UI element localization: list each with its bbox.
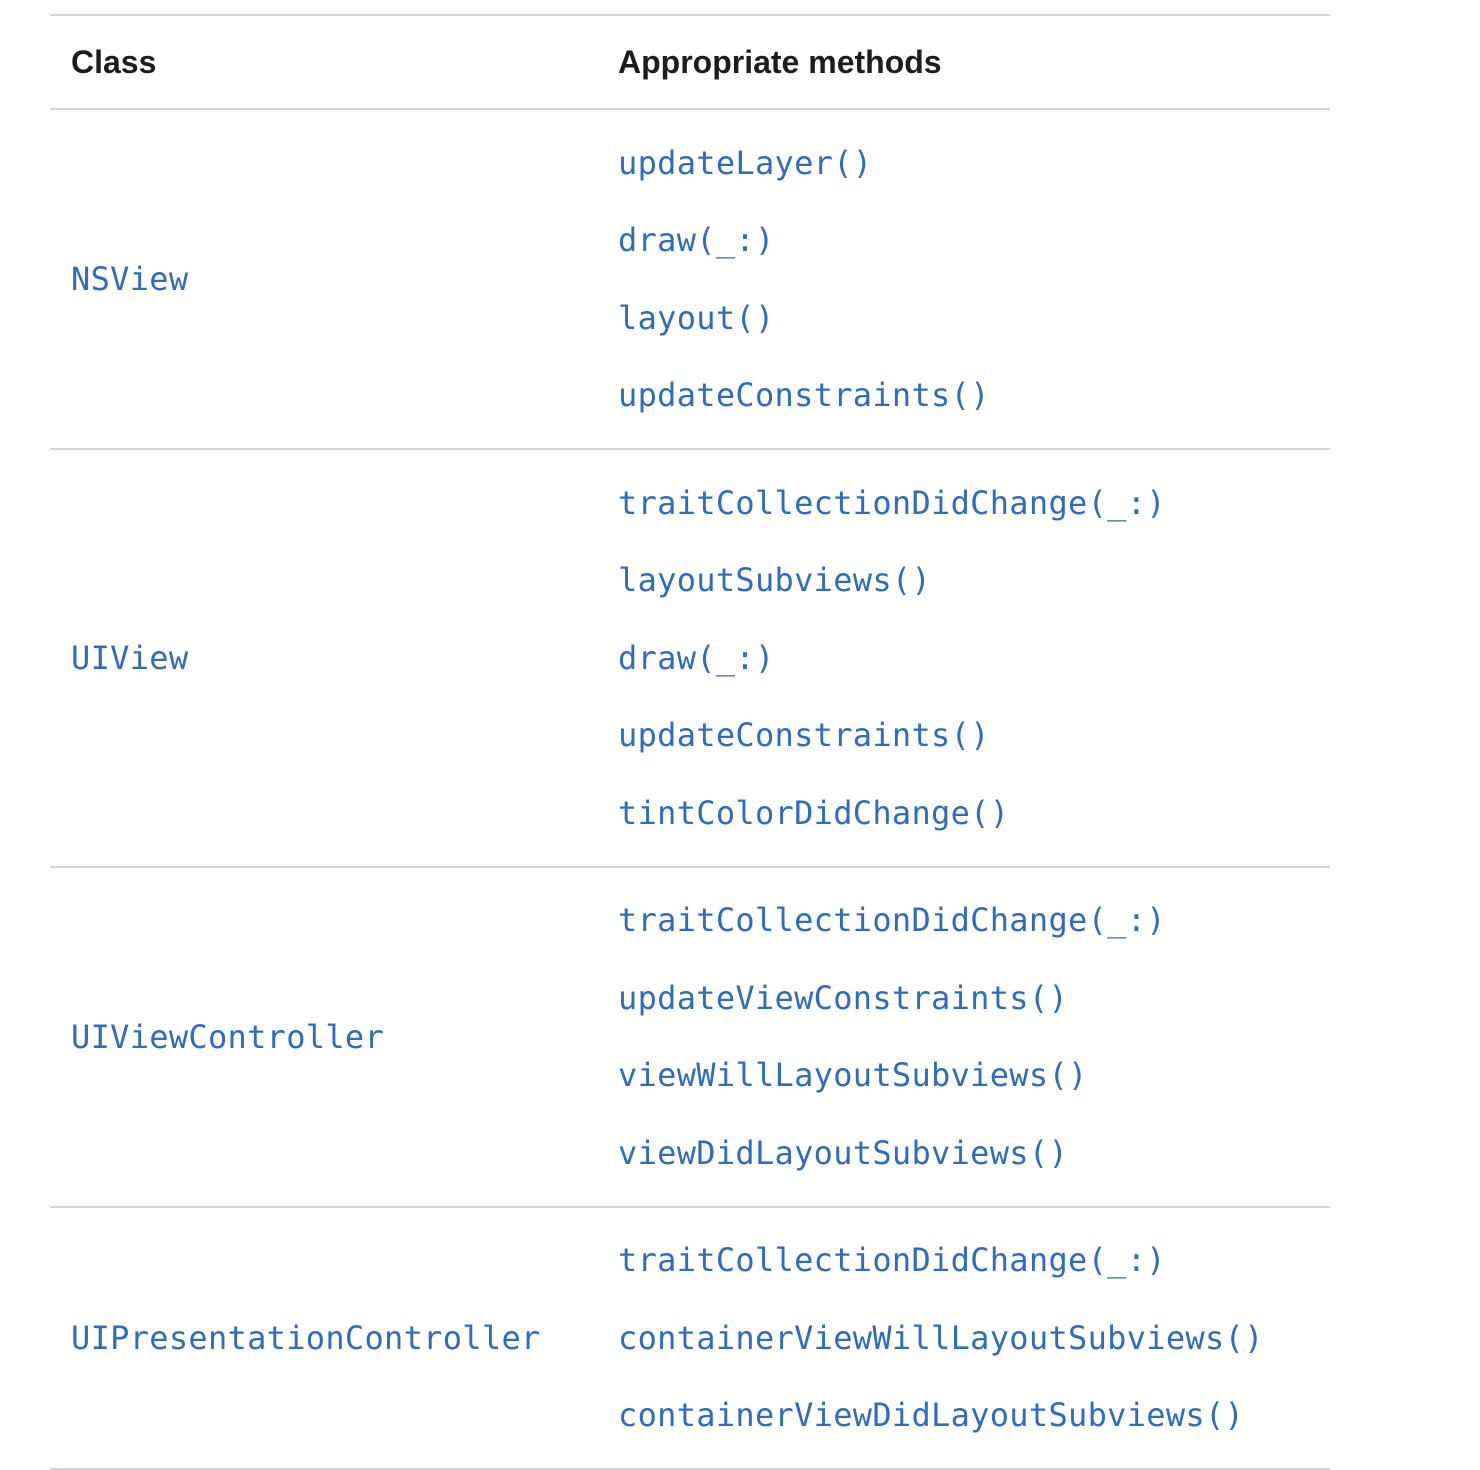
- method-item: updateLayer(): [618, 124, 1330, 202]
- method-item: containerViewWillLayoutSubviews(): [618, 1299, 1330, 1377]
- table-row: UIPresentationController traitCollection…: [50, 1208, 1330, 1470]
- class-cell: UIPresentationController: [50, 1319, 618, 1357]
- method-item: traitCollectionDidChange(_:): [618, 882, 1330, 960]
- class-cell: UIViewController: [50, 1018, 618, 1056]
- table-header-row: Class Appropriate methods: [50, 16, 1330, 110]
- method-item: viewWillLayoutSubviews(): [618, 1037, 1330, 1115]
- method-item: tintColorDidChange(): [618, 774, 1330, 852]
- method-item: layout(): [618, 279, 1330, 357]
- header-methods: Appropriate methods: [618, 44, 1330, 81]
- method-link[interactable]: draw(_:): [618, 221, 775, 259]
- method-item: traitCollectionDidChange(_:): [618, 464, 1330, 542]
- methods-cell: traitCollectionDidChange(_:) layoutSubvi…: [618, 450, 1330, 866]
- methods-cell: updateLayer() draw(_:) layout() updateCo…: [618, 110, 1330, 448]
- method-link[interactable]: updateViewConstraints(): [618, 979, 1068, 1017]
- class-cell: UIView: [50, 639, 618, 677]
- method-item: updateConstraints(): [618, 697, 1330, 775]
- class-cell: NSView: [50, 260, 618, 298]
- class-link-uiview[interactable]: UIView: [71, 639, 188, 677]
- method-item: draw(_:): [618, 619, 1330, 697]
- method-link[interactable]: traitCollectionDidChange(_:): [618, 1241, 1166, 1279]
- header-class: Class: [50, 44, 618, 81]
- table-row: NSView updateLayer() draw(_:) layout() u…: [50, 110, 1330, 450]
- method-link[interactable]: viewDidLayoutSubviews(): [618, 1134, 1068, 1172]
- method-item: layoutSubviews(): [618, 542, 1330, 620]
- method-link[interactable]: layoutSubviews(): [618, 561, 931, 599]
- method-item: updateConstraints(): [618, 357, 1330, 435]
- class-link-uipresentationcontroller[interactable]: UIPresentationController: [71, 1319, 541, 1357]
- method-link[interactable]: tintColorDidChange(): [618, 794, 1009, 832]
- method-link[interactable]: layout(): [618, 299, 775, 337]
- method-link[interactable]: containerViewWillLayoutSubviews(): [618, 1319, 1264, 1357]
- method-link[interactable]: draw(_:): [618, 639, 775, 677]
- method-link[interactable]: traitCollectionDidChange(_:): [618, 901, 1166, 939]
- table-row: UIView traitCollectionDidChange(_:) layo…: [50, 450, 1330, 868]
- class-link-uiviewcontroller[interactable]: UIViewController: [71, 1018, 384, 1056]
- method-link[interactable]: updateLayer(): [618, 144, 872, 182]
- method-link[interactable]: containerViewDidLayoutSubviews(): [618, 1396, 1244, 1434]
- table-row: UIViewController traitCollectionDidChang…: [50, 868, 1330, 1208]
- method-link[interactable]: updateConstraints(): [618, 376, 990, 414]
- method-link[interactable]: updateConstraints(): [618, 716, 990, 754]
- method-item: updateViewConstraints(): [618, 959, 1330, 1037]
- methods-cell: traitCollectionDidChange(_:) containerVi…: [618, 1208, 1330, 1469]
- method-item: containerViewDidLayoutSubviews(): [618, 1377, 1330, 1455]
- method-item: draw(_:): [618, 202, 1330, 280]
- methods-cell: traitCollectionDidChange(_:) updateViewC…: [618, 868, 1330, 1206]
- method-item: viewDidLayoutSubviews(): [618, 1114, 1330, 1192]
- method-item: traitCollectionDidChange(_:): [618, 1222, 1330, 1300]
- method-link[interactable]: traitCollectionDidChange(_:): [618, 484, 1166, 522]
- methods-table: Class Appropriate methods NSView updateL…: [50, 14, 1330, 1470]
- class-link-nsview[interactable]: NSView: [71, 260, 188, 298]
- method-link[interactable]: viewWillLayoutSubviews(): [618, 1056, 1088, 1094]
